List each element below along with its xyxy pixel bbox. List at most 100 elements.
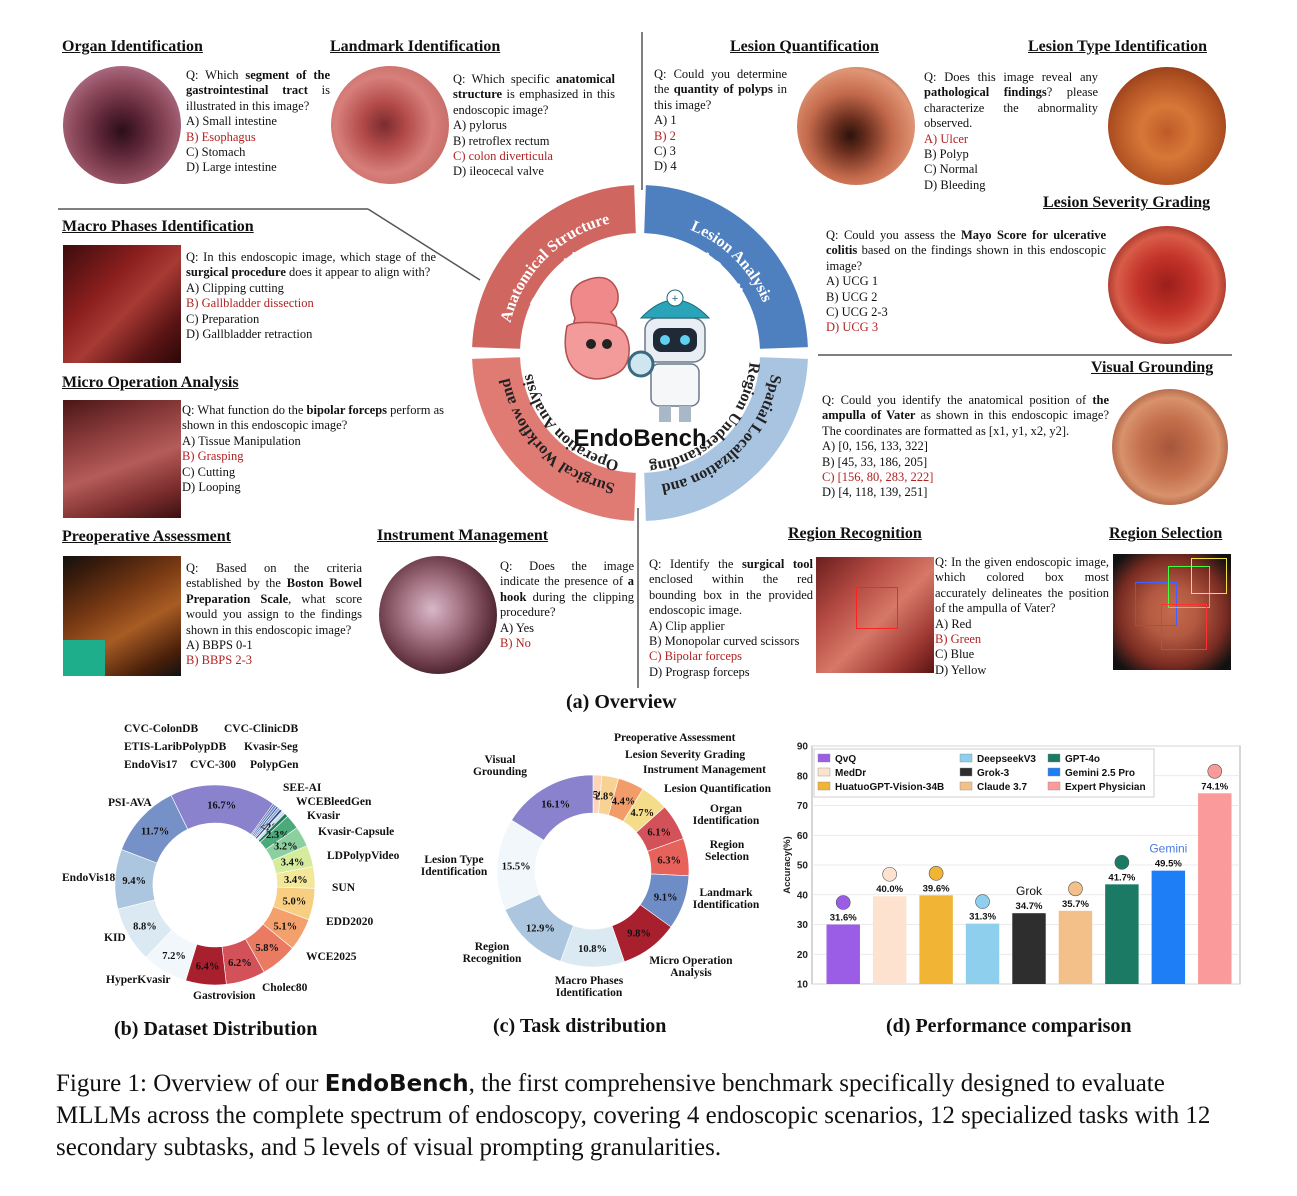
bar xyxy=(1012,913,1046,984)
ring-segment xyxy=(644,357,808,521)
dataset-label: CVC-ClinicDB xyxy=(224,723,299,735)
question-block: Q: Could you determine the quantity of p… xyxy=(654,67,787,175)
landmark-image xyxy=(331,66,449,184)
question-text: Q: Could you determine the quantity of p… xyxy=(654,67,788,112)
lesion-type-image xyxy=(1108,67,1226,185)
task-donut-chart: 1.5%2.8%4.4%4.7%6.1%6.3%9.1%9.8%10.8%12.… xyxy=(496,774,690,968)
legend-label: Claude 3.7 xyxy=(977,782,1027,793)
performance-bar-chart: 102030405060708090Accuracy(%)31.6%40.0%3… xyxy=(782,742,1241,991)
donut-pct-label: 2.8% xyxy=(595,791,619,802)
answer-option: C) Preparation xyxy=(186,311,260,326)
question-block: Q: Identify the surgical tool enclosed w… xyxy=(649,557,813,680)
answer-option: B) UCG 2 xyxy=(826,289,878,304)
dataset-label: SEE-AI xyxy=(283,782,322,794)
organ-image xyxy=(63,66,181,184)
y-tick-label: 90 xyxy=(797,742,809,753)
donut-pct-label: 4.4% xyxy=(612,796,636,807)
question-block: Q: Which specific anatomical structure i… xyxy=(453,72,615,180)
panel-title-organ: Organ Identification xyxy=(62,38,203,55)
legend-label: DeepseekV3 xyxy=(977,754,1036,765)
question-text: Q: In the given endoscopic image, which … xyxy=(935,555,1109,616)
bar-logo-icon xyxy=(928,866,944,881)
dataset-label: EndoVis18 xyxy=(62,872,116,884)
legend-label: Gemini 2.5 Pro xyxy=(1065,768,1135,779)
bar xyxy=(826,924,860,984)
answer-option: C) Stomach xyxy=(186,145,246,160)
instrument-image xyxy=(379,556,497,674)
legend-label: Expert Physician xyxy=(1065,782,1146,793)
donut-pct-label: 9.4% xyxy=(122,876,146,887)
donut-pct-label: 7.2% xyxy=(162,951,186,962)
bar-logo-icon xyxy=(975,894,990,909)
task-label: Instrument Management xyxy=(643,764,766,776)
question-block: Q: Does the image indicate the presence … xyxy=(500,559,634,651)
bar xyxy=(919,895,953,984)
answer-option: A) UCG 1 xyxy=(826,274,879,289)
dataset-label: WCE2025 xyxy=(306,951,357,963)
y-tick-label: 40 xyxy=(797,890,809,901)
donut-pct-label: 5.0% xyxy=(283,897,307,908)
answer-option-correct: C) colon diverticula xyxy=(453,149,553,164)
bar-value-label: 74.1% xyxy=(1201,781,1228,792)
y-tick-label: 30 xyxy=(797,920,809,931)
task-label: Landmark Identification xyxy=(692,887,760,911)
caption-perf: (d) Performance comparison xyxy=(886,1015,1132,1037)
answer-option-correct: B) Gallbladder dissection xyxy=(186,296,314,311)
answer-option: B) [45, 33, 186, 205] xyxy=(822,454,928,469)
legend-swatch xyxy=(959,767,973,777)
answer-option-correct: C) Bipolar forceps xyxy=(649,649,743,664)
question-block: Q: In this endoscopic image, which stage… xyxy=(186,250,436,342)
answer-option: D) ileocecal valve xyxy=(453,164,544,179)
question-text: Q: Which specific anatomical structure i… xyxy=(453,72,615,117)
panel-title-region-recog: Region Recognition xyxy=(788,525,922,542)
donut-pct-label: 1.5% xyxy=(585,790,609,801)
task-label: Region Recognition xyxy=(462,941,522,965)
answer-option: C) Cutting xyxy=(182,464,236,479)
answer-option: C) Blue xyxy=(935,647,975,662)
answer-option: D) [4, 118, 139, 251] xyxy=(822,485,928,500)
bar xyxy=(965,923,1000,984)
answer-option: A) [0, 156, 133, 322] xyxy=(822,439,928,454)
dataset-label: SUN xyxy=(332,882,356,894)
answer-option: A) Small intestine xyxy=(186,114,277,129)
bar-value-label: 49.5% xyxy=(1155,859,1182,870)
panel-title-landmark: Landmark Identification xyxy=(330,38,501,55)
donut-pct-label: 6.2% xyxy=(228,958,252,969)
panel-title-lesion-quant: Lesion Quantification xyxy=(730,38,879,55)
legend-box xyxy=(813,748,1155,798)
answer-option: A) pylorus xyxy=(453,118,507,133)
legend-swatch xyxy=(1047,753,1061,763)
ring-segment xyxy=(472,185,636,349)
donut-pct-label: 9.8% xyxy=(627,929,651,940)
answer-option: D) Looping xyxy=(182,480,241,495)
y-tick-label: 80 xyxy=(797,771,809,782)
task-label: Region Selection xyxy=(704,839,750,863)
question-text: Q: Does this image reveal any pathologic… xyxy=(924,70,1098,131)
donut-pct-label: 16.1% xyxy=(541,800,570,811)
dataset-label: PSI-AVA xyxy=(108,797,152,809)
caption-dataset: (b) Dataset Distribution xyxy=(114,1018,318,1040)
question-text: Q: Could you assess the Mayo Score for u… xyxy=(826,228,1106,273)
answer-option: B) retroflex rectum xyxy=(453,133,550,148)
answer-option: A) Red xyxy=(935,616,972,631)
question-text: Q: Does the image indicate the presence … xyxy=(500,559,634,620)
bar-logo-text: Gemini xyxy=(1149,842,1187,856)
caption-overview: (a) Overview xyxy=(566,691,677,713)
donut-pct-label: 2.3% xyxy=(266,830,290,841)
donut-pct-label: 8.8% xyxy=(133,922,157,933)
bar-value-label: 34.7% xyxy=(1016,901,1043,912)
answer-option: A) Clip applier xyxy=(649,618,725,633)
answer-option: A) Clipping cutting xyxy=(186,280,284,295)
divider-lines xyxy=(58,32,1232,688)
task-label: Visual Grounding xyxy=(472,754,528,778)
question-text: Q: What function do the bipolar forceps … xyxy=(182,403,445,433)
bar xyxy=(1105,884,1139,984)
donut-pct-label: 15.5% xyxy=(502,861,531,872)
legend-label: GPT-4o xyxy=(1065,754,1100,765)
lesion-severity-image xyxy=(1108,226,1226,344)
answer-option: D) Prograsp forceps xyxy=(649,664,750,679)
answer-option-correct: B) Green xyxy=(935,632,982,647)
legend-swatch xyxy=(817,753,831,763)
bar-value-label: 39.6% xyxy=(923,883,950,894)
y-tick-label: 70 xyxy=(797,801,809,812)
